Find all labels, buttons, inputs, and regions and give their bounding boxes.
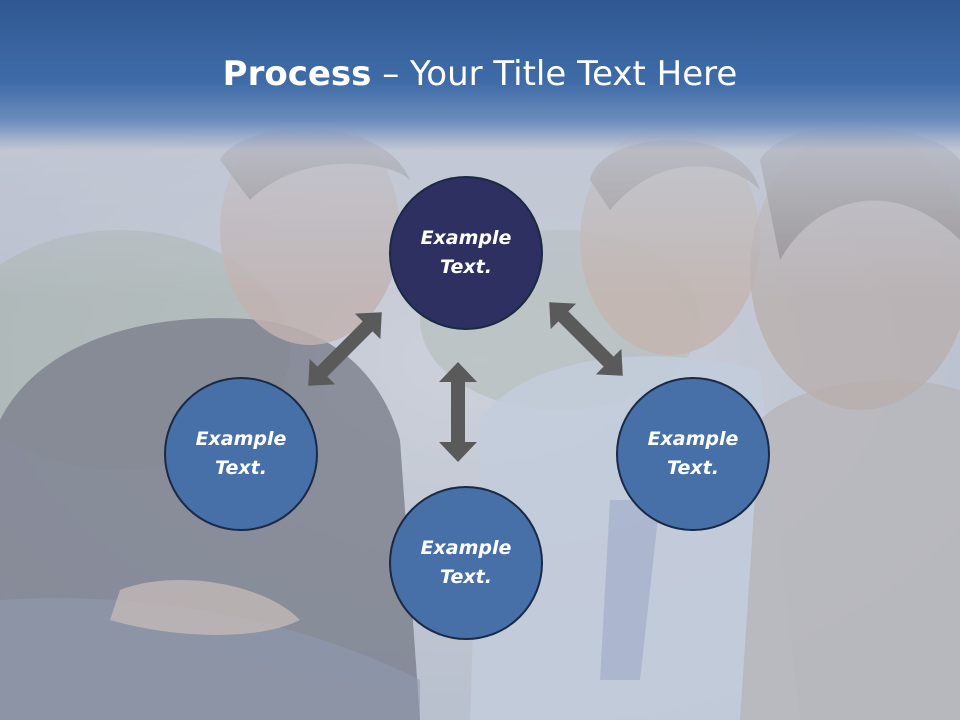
node-left-line2: Text. <box>215 457 267 479</box>
node-left-line1: Example <box>195 428 287 450</box>
title-rest: Your Title Text Here <box>410 54 738 94</box>
node-top-line2: Text. <box>440 256 492 278</box>
node-bottom-line2: Text. <box>440 566 492 588</box>
arrow-top-bottom <box>439 362 477 462</box>
title-dash: – <box>371 54 411 94</box>
title-bold: Process <box>222 54 372 94</box>
node-right-line2: Text. <box>667 457 719 479</box>
node-right-line1: Example <box>647 428 739 450</box>
title-bar <box>0 0 960 150</box>
node-bottom-line1: Example <box>420 537 512 559</box>
node-top-line1: Example <box>420 227 512 249</box>
arrow-top-right <box>549 302 623 376</box>
slide-title: Process – Your Title Text Here <box>0 52 960 96</box>
arrow-top-left <box>308 312 382 386</box>
